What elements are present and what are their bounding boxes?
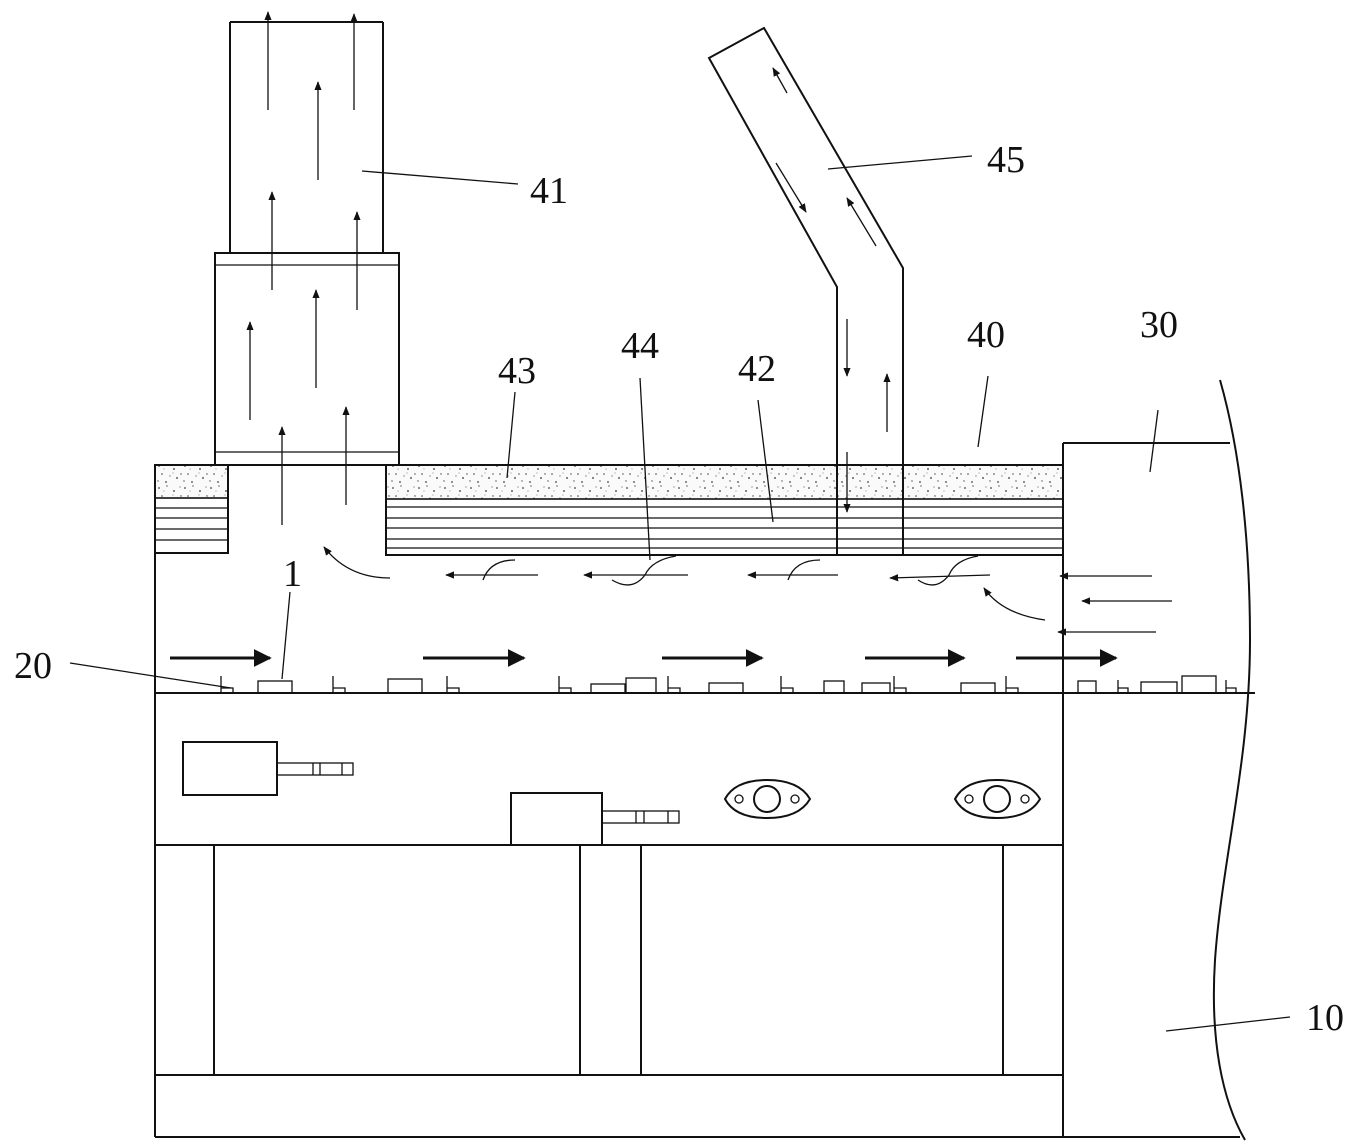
label-insulation-top: 43 [498,350,536,392]
actuator-center [510,792,680,846]
actuator-left [182,741,354,796]
label-return-pipe: 45 [987,139,1025,181]
insulation-block-left [154,464,229,554]
label-cover: 40 [967,314,1005,356]
machine-base [154,379,1255,1141]
label-side-housing: 30 [1140,304,1178,346]
conveyor-lugs [220,676,1237,693]
exhaust-stack [214,21,400,466]
conveyor [220,675,1237,694]
burner-port-2 [953,778,1042,820]
workpiece-row [257,675,1217,694]
recirculation-flow-arrows [445,571,1172,636]
burner-port-1 [723,778,812,820]
exhaust-flow-arrows [246,11,391,579]
guide-vanes [482,555,979,586]
label-workpiece: 1 [283,553,302,595]
label-guide-vanes: 44 [621,325,659,367]
label-machine-base: 10 [1306,997,1344,1039]
side-housing [1062,442,1230,1137]
return-flow-arrows [772,67,891,513]
leader-lines [69,155,1291,1032]
insulation-block-main [385,464,1064,556]
label-conveyor: 20 [14,645,52,687]
label-insulation-layers: 42 [738,348,776,390]
return-duct [707,26,904,555]
label-exhaust-pipe: 41 [530,170,568,212]
